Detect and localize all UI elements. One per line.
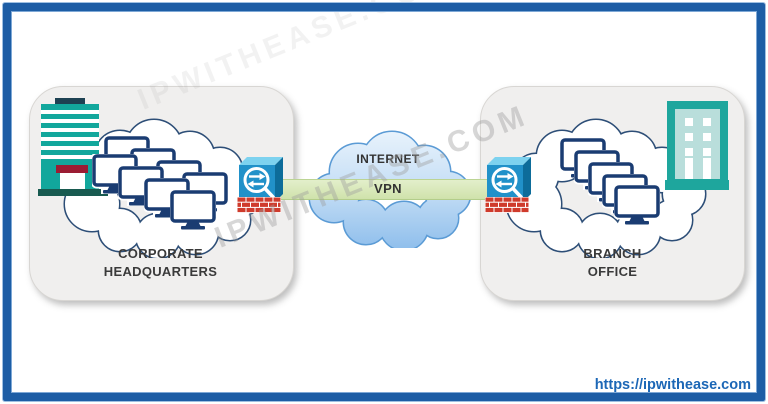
branch-building-icon <box>665 101 729 190</box>
computer-monitor-icon <box>168 188 218 232</box>
corporate-headquarters-label: CORPORATE HEADQUARTERS <box>29 245 292 281</box>
corporate-label-line1: CORPORATE <box>118 246 203 261</box>
site-url-link[interactable]: https://ipwithease.com <box>594 377 751 393</box>
corporate-label-line2: HEADQUARTERS <box>103 264 218 279</box>
firewall-asa-icon <box>237 157 283 213</box>
branch-label-line1: BRANCH <box>583 246 642 261</box>
vpn-label: VPN <box>374 181 402 196</box>
internet-label: INTERNET <box>356 152 420 166</box>
office-tower-icon <box>38 98 108 196</box>
vpn-tunnel-link <box>279 179 489 200</box>
computer-monitor-icon <box>612 183 662 227</box>
firewall-asa-icon <box>485 157 531 213</box>
branch-label-line2: OFFICE <box>587 264 638 279</box>
branch-office-label: BRANCH OFFICE <box>481 245 744 281</box>
